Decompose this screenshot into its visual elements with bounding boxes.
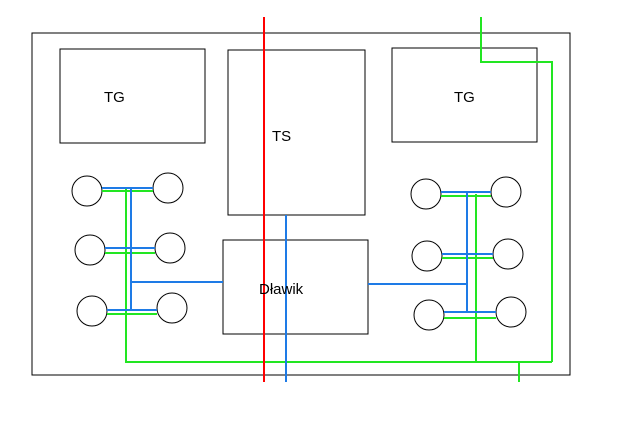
box-dlawik <box>222 239 369 335</box>
label-tg-left: TG <box>104 89 125 106</box>
box-tg-left <box>59 48 206 144</box>
label-ts: TS <box>272 128 291 145</box>
circle-right-6 <box>495 296 527 328</box>
circles-right <box>410 176 527 331</box>
circle-left-4 <box>154 232 186 264</box>
circle-left-2 <box>152 172 184 204</box>
circle-right-5 <box>413 299 445 331</box>
circle-left-6 <box>156 292 188 324</box>
label-tg-right: TG <box>454 89 475 106</box>
green-line-bottom <box>125 188 552 363</box>
box-ts <box>227 49 366 216</box>
circles-left <box>71 172 188 327</box>
circle-right-1 <box>410 178 442 210</box>
circle-right-4 <box>492 238 524 270</box>
circle-right-3 <box>411 240 443 272</box>
blue-wiring <box>102 187 496 382</box>
circle-right-2 <box>490 176 522 208</box>
circle-left-3 <box>74 234 106 266</box>
circle-left-5 <box>76 295 108 327</box>
box-tg-right <box>391 47 538 143</box>
circle-left-1 <box>71 175 103 207</box>
label-dlawik: Dławik <box>259 281 304 298</box>
outer-frame <box>31 32 571 376</box>
green-line-top-right <box>480 17 553 362</box>
